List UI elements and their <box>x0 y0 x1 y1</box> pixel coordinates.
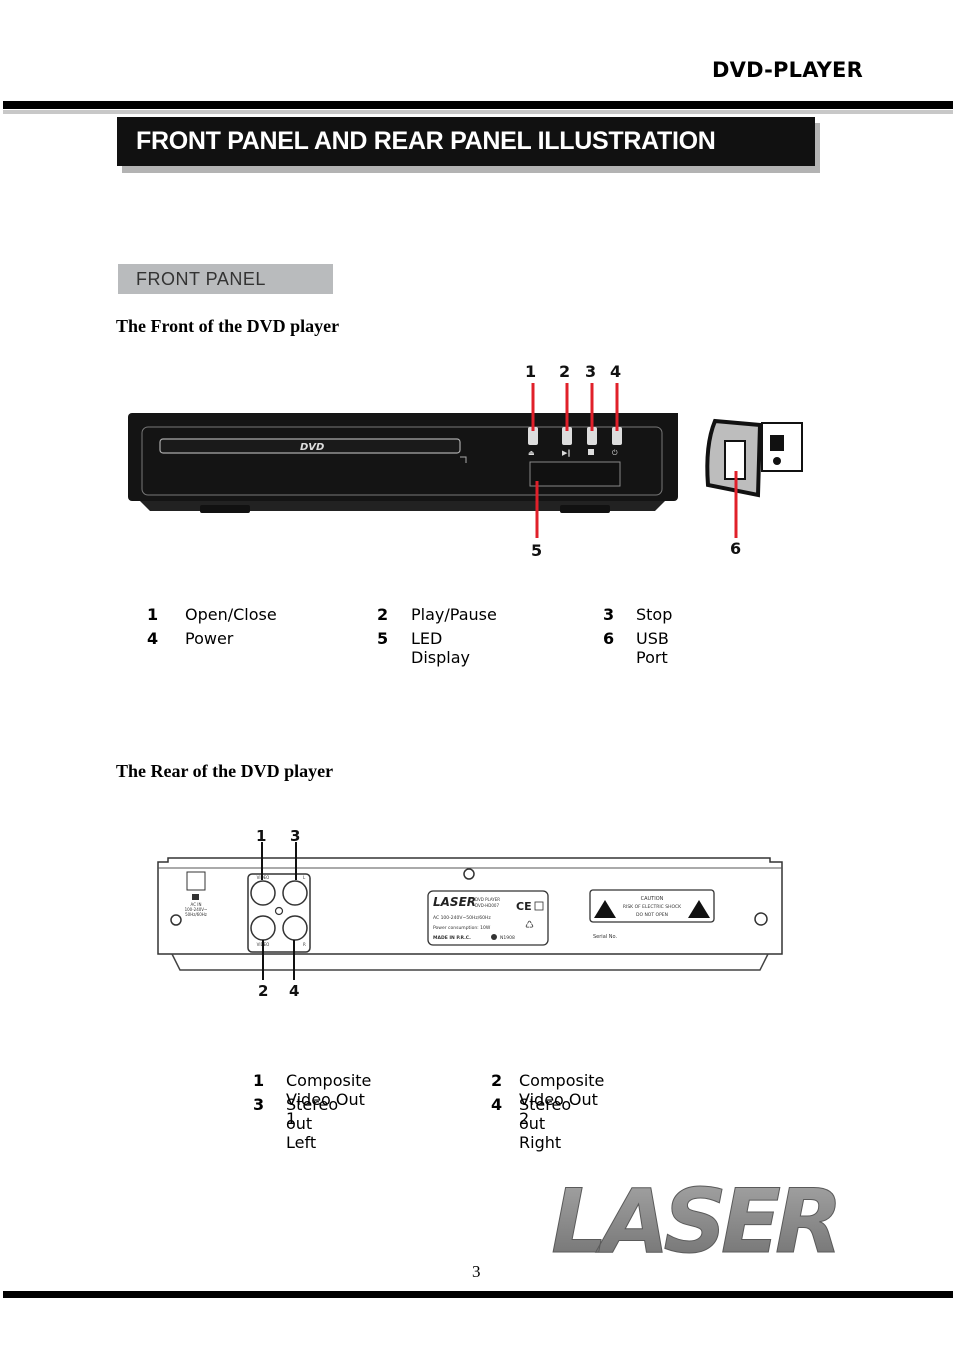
front-legend-label-1: Open/Close <box>185 605 277 624</box>
dvd-body-front <box>128 413 678 501</box>
jack-audio-right <box>282 915 308 941</box>
caution-do-not-open: DO NOT OPEN <box>636 912 668 918</box>
front-legend-num-5: 5 <box>377 629 389 648</box>
disc-tray <box>159 438 461 454</box>
dvd-logo: DVD <box>300 442 324 453</box>
rating-label-ce: CE <box>516 900 532 913</box>
front-panel-illustration: DVD ⏏ ▶‖ ⏻ 1 2 3 4 5 6 <box>128 362 803 560</box>
callout-3: 3 <box>585 362 596 381</box>
front-legend-label-2: Play/Pause <box>411 605 497 624</box>
callout-6: 6 <box>730 539 741 558</box>
rating-label-model-1: DVD PLAYER <box>475 897 500 902</box>
foot-right <box>560 505 610 513</box>
usb-cover <box>761 422 803 472</box>
rear-chassis-base <box>171 953 769 971</box>
caution-label <box>589 889 715 923</box>
play-pause-icon: ▶‖ <box>562 449 571 457</box>
play-pause-button <box>562 427 572 445</box>
front-legend-num-2: 2 <box>377 605 389 624</box>
rear-legend-num-2: 2 <box>491 1071 503 1090</box>
ac-in-label-1: AC IN <box>191 902 202 907</box>
section-label-front-panel: FRONT PANEL <box>118 264 333 294</box>
callout-2: 2 <box>559 362 570 381</box>
weee-bin-icon: ♺ <box>525 920 534 931</box>
rating-label-made-in: MADE IN P.R.C. <box>433 935 471 941</box>
eject-icon: ⏏ <box>528 449 535 457</box>
rear-caption: The Rear of the DVD player <box>116 761 334 781</box>
serial-label: Serial No. <box>593 934 617 940</box>
callout-5: 5 <box>531 541 542 560</box>
rear-legend-num-4: 4 <box>491 1095 503 1114</box>
front-legend-num-3: 3 <box>603 605 615 624</box>
rating-label <box>427 890 549 946</box>
jack-audio-left <box>282 880 308 906</box>
doc-header-product: DVD-PLAYER <box>712 58 863 82</box>
caution-risk: RISK OF ELECTRIC SHOCK <box>623 904 682 910</box>
callout-4: 4 <box>610 362 621 381</box>
laser-logo-text: LASER <box>551 1172 836 1273</box>
rear-legend-label-1: Composite Video Out 1 <box>286 1071 372 1128</box>
rear-callout-3: 3 <box>290 827 300 845</box>
rear-callout-4: 4 <box>289 982 299 1000</box>
rating-label-cert: N1908 <box>500 935 515 941</box>
front-legend-label-6: USB Port <box>636 629 669 667</box>
jack-label-r: R <box>303 942 306 947</box>
stop-button <box>587 427 597 445</box>
rear-legend-label-4: Stereo out Right <box>519 1095 572 1152</box>
ac-in-label-3: 50Hz/60Hz <box>185 912 207 917</box>
front-panel-outline <box>141 426 663 496</box>
stop-icon <box>588 449 594 455</box>
front-legend-num-6: 6 <box>603 629 615 648</box>
warning-icon-left <box>594 900 616 918</box>
rear-callout-1: 1 <box>256 827 266 845</box>
rear-panel-illustration: AC IN 100-240V~ 50Hz/60Hz VIDEO VIDEO L … <box>157 827 783 1000</box>
rear-legend-label-2: Composite Video Out 2 <box>519 1071 605 1128</box>
dvd-body-base <box>140 501 665 511</box>
laser-logo: LASER <box>551 1172 840 1274</box>
led-display <box>529 461 621 487</box>
rating-label-model-2: DVD-HD007 <box>475 903 499 908</box>
rear-callout-2: 2 <box>258 982 268 1000</box>
warning-icon-right <box>688 900 710 918</box>
front-legend-label-3: Stop <box>636 605 673 624</box>
page-number: 3 <box>472 1262 481 1281</box>
caution-title: CAUTION <box>641 896 664 902</box>
power-button <box>612 427 622 445</box>
jack-video-out-1 <box>250 880 276 906</box>
open-close-button <box>528 427 538 445</box>
rating-label-ac: AC 100-240V~50Hz/60Hz <box>433 915 491 921</box>
power-icon: ⏻ <box>612 449 618 457</box>
callout-1: 1 <box>525 362 536 381</box>
bottom-rule <box>3 1291 953 1298</box>
rating-label-power: Power consumption: 10W <box>433 925 491 931</box>
front-legend-num-4: 4 <box>147 629 159 648</box>
jack-label-l: L <box>303 875 306 880</box>
front-legend-num-1: 1 <box>147 605 159 624</box>
top-rule <box>3 101 953 109</box>
foot-left <box>200 505 250 513</box>
jack-video-out-2 <box>250 915 276 941</box>
top-rule-shadow <box>3 110 953 114</box>
front-legend-label-5: LED Display <box>411 629 470 667</box>
rear-legend-num-1: 1 <box>253 1071 265 1090</box>
rating-label-brand: LASER <box>433 895 476 909</box>
front-caption: The Front of the DVD player <box>116 316 340 336</box>
rear-legend-num-3: 3 <box>253 1095 265 1114</box>
ac-in-label-2: 100-240V~ <box>185 907 208 912</box>
front-legend-label-4: Power <box>185 629 234 648</box>
rear-legend-label-3: Stereo out Left <box>286 1095 339 1152</box>
page-title: FRONT PANEL AND REAR PANEL ILLUSTRATION <box>117 117 815 166</box>
